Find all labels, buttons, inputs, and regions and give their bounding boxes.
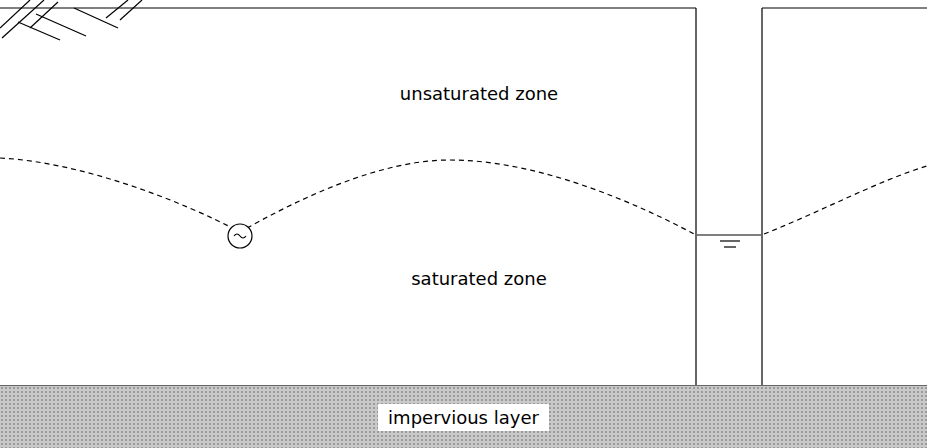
impervious-band: impervious layer: [0, 385, 927, 448]
water-table: [0, 158, 927, 234]
zone-label: unsaturated zone: [397, 83, 561, 104]
water-table-symbol: [228, 224, 252, 248]
zone-label: saturated zone: [408, 268, 550, 289]
well-water-level: [697, 235, 761, 247]
well-casing: [696, 8, 762, 386]
ground-hatch: [0, 0, 142, 40]
layer-label: impervious layer: [378, 404, 549, 431]
ground-surface: [0, 7, 927, 8]
